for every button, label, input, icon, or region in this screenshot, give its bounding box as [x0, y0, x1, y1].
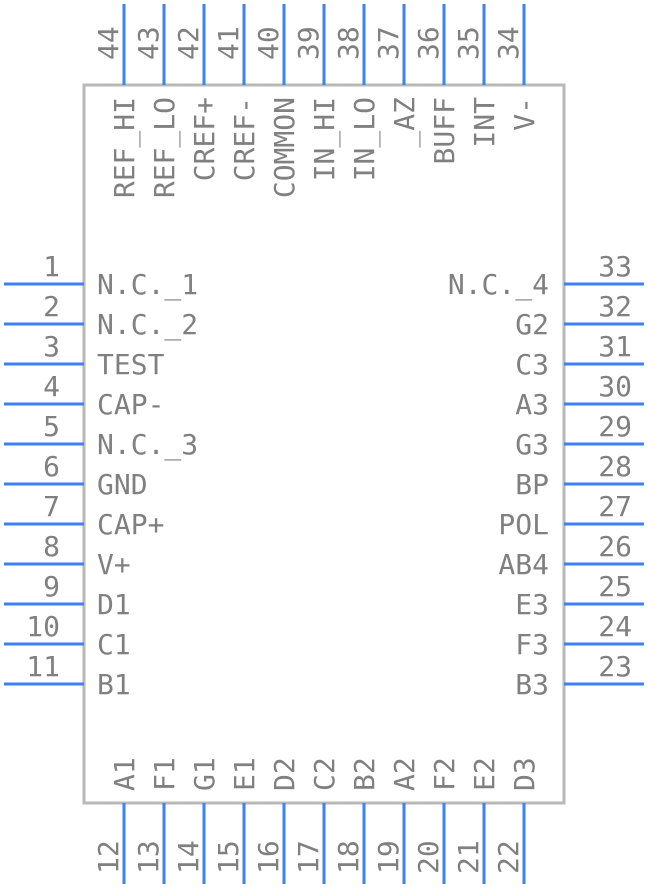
pin-label: N.C._2: [97, 308, 198, 342]
pin-label: G2: [515, 308, 549, 341]
pin-number: 7: [43, 490, 60, 523]
pin-label: F2: [428, 757, 461, 791]
ic-body: [82, 83, 566, 805]
pin-label: _AZ: [388, 97, 422, 148]
pin-label: CAP-: [97, 388, 164, 421]
pin-label: TEST: [97, 348, 165, 381]
pin-number: 22: [492, 840, 525, 874]
pin-number: 29: [598, 410, 632, 443]
pin-number: 13: [132, 840, 165, 874]
pin-number: 3: [43, 330, 60, 363]
pin-label: C2: [308, 757, 341, 791]
pin-label: REF_HI: [108, 97, 142, 198]
pin-label: IN_LO: [348, 97, 382, 181]
pin-number: 5: [43, 410, 60, 443]
pin-number: 43: [132, 26, 165, 60]
pin-label: BP: [515, 468, 549, 501]
pin-number: 4: [43, 370, 60, 403]
pin-number: 44: [92, 26, 125, 60]
pin-number: 36: [412, 26, 445, 60]
pin-number: 14: [172, 840, 205, 874]
pin-number: 10: [26, 610, 60, 643]
pin-label: CREF-: [228, 97, 261, 181]
pin-number: 41: [212, 26, 245, 60]
pin-label: E2: [468, 757, 501, 791]
pin-number: 20: [412, 840, 445, 874]
pin-number: 25: [598, 570, 632, 603]
pin-number: 18: [332, 840, 365, 874]
pin-label: D2: [268, 757, 301, 791]
pin-label: COMMON: [268, 97, 301, 198]
pin-label: CREF+: [188, 97, 221, 181]
pin-label: D1: [97, 588, 131, 621]
pin-label: F3: [515, 628, 549, 661]
pin-label: BUFF: [428, 97, 461, 164]
pin-number: 32: [598, 290, 632, 323]
pin-number: 39: [292, 26, 325, 60]
pin-number: 37: [372, 26, 405, 60]
pin-label: V-: [508, 97, 541, 131]
pin-label: REF_LO: [148, 97, 182, 198]
pin-number: 42: [172, 26, 205, 60]
pin-number: 31: [598, 330, 632, 363]
pin-label: B3: [515, 668, 549, 701]
pin-label: D3: [508, 757, 541, 791]
pin-label: V+: [97, 548, 131, 581]
pin-label: B1: [97, 668, 131, 701]
pin-label: N.C._4: [448, 268, 549, 302]
pin-number: 2: [43, 290, 60, 323]
pin-label: G3: [515, 428, 549, 461]
pin-number: 12: [92, 840, 125, 874]
pin-number: 33: [598, 250, 632, 283]
pin-number: 34: [492, 26, 525, 60]
pin-label: N.C._3: [97, 428, 198, 462]
pin-label: A3: [515, 388, 549, 421]
pin-label: AB4: [498, 548, 549, 581]
pin-label: C1: [97, 628, 131, 661]
pin-number: 9: [43, 570, 60, 603]
pin-number: 40: [252, 26, 285, 60]
pin-number: 16: [252, 840, 285, 874]
pin-number: 28: [598, 450, 632, 483]
pin-number: 1: [43, 250, 60, 283]
pin-label: G1: [188, 757, 221, 791]
pin-number: 15: [212, 840, 245, 874]
pin-label: B2: [348, 757, 381, 791]
pin-label: CAP+: [97, 508, 164, 541]
pin-number: 23: [598, 650, 632, 683]
pin-number: 35: [452, 26, 485, 60]
pin-label: GND: [97, 468, 148, 501]
pin-number: 19: [372, 840, 405, 874]
pin-number: 27: [598, 490, 632, 523]
pin-label: F1: [148, 757, 181, 791]
pin-number: 6: [43, 450, 60, 483]
pin-number: 17: [292, 840, 325, 874]
pin-label: POL: [498, 508, 549, 541]
pin-number: 24: [598, 610, 632, 643]
pin-number: 21: [452, 840, 485, 874]
pin-label: E1: [228, 757, 261, 791]
pin-label: E3: [515, 588, 549, 621]
pin-number: 11: [26, 650, 60, 683]
pin-label: A2: [388, 757, 421, 791]
pin-label: A1: [108, 757, 141, 791]
pin-number: 8: [43, 530, 60, 563]
pin-label: C3: [515, 348, 549, 381]
pin-number: 38: [332, 26, 365, 60]
pin-label: IN_HI: [308, 97, 342, 181]
pin-number: 26: [598, 530, 632, 563]
pin-label: INT: [468, 97, 501, 148]
pin-label: N.C._1: [97, 268, 198, 302]
pin-number: 30: [598, 370, 632, 403]
